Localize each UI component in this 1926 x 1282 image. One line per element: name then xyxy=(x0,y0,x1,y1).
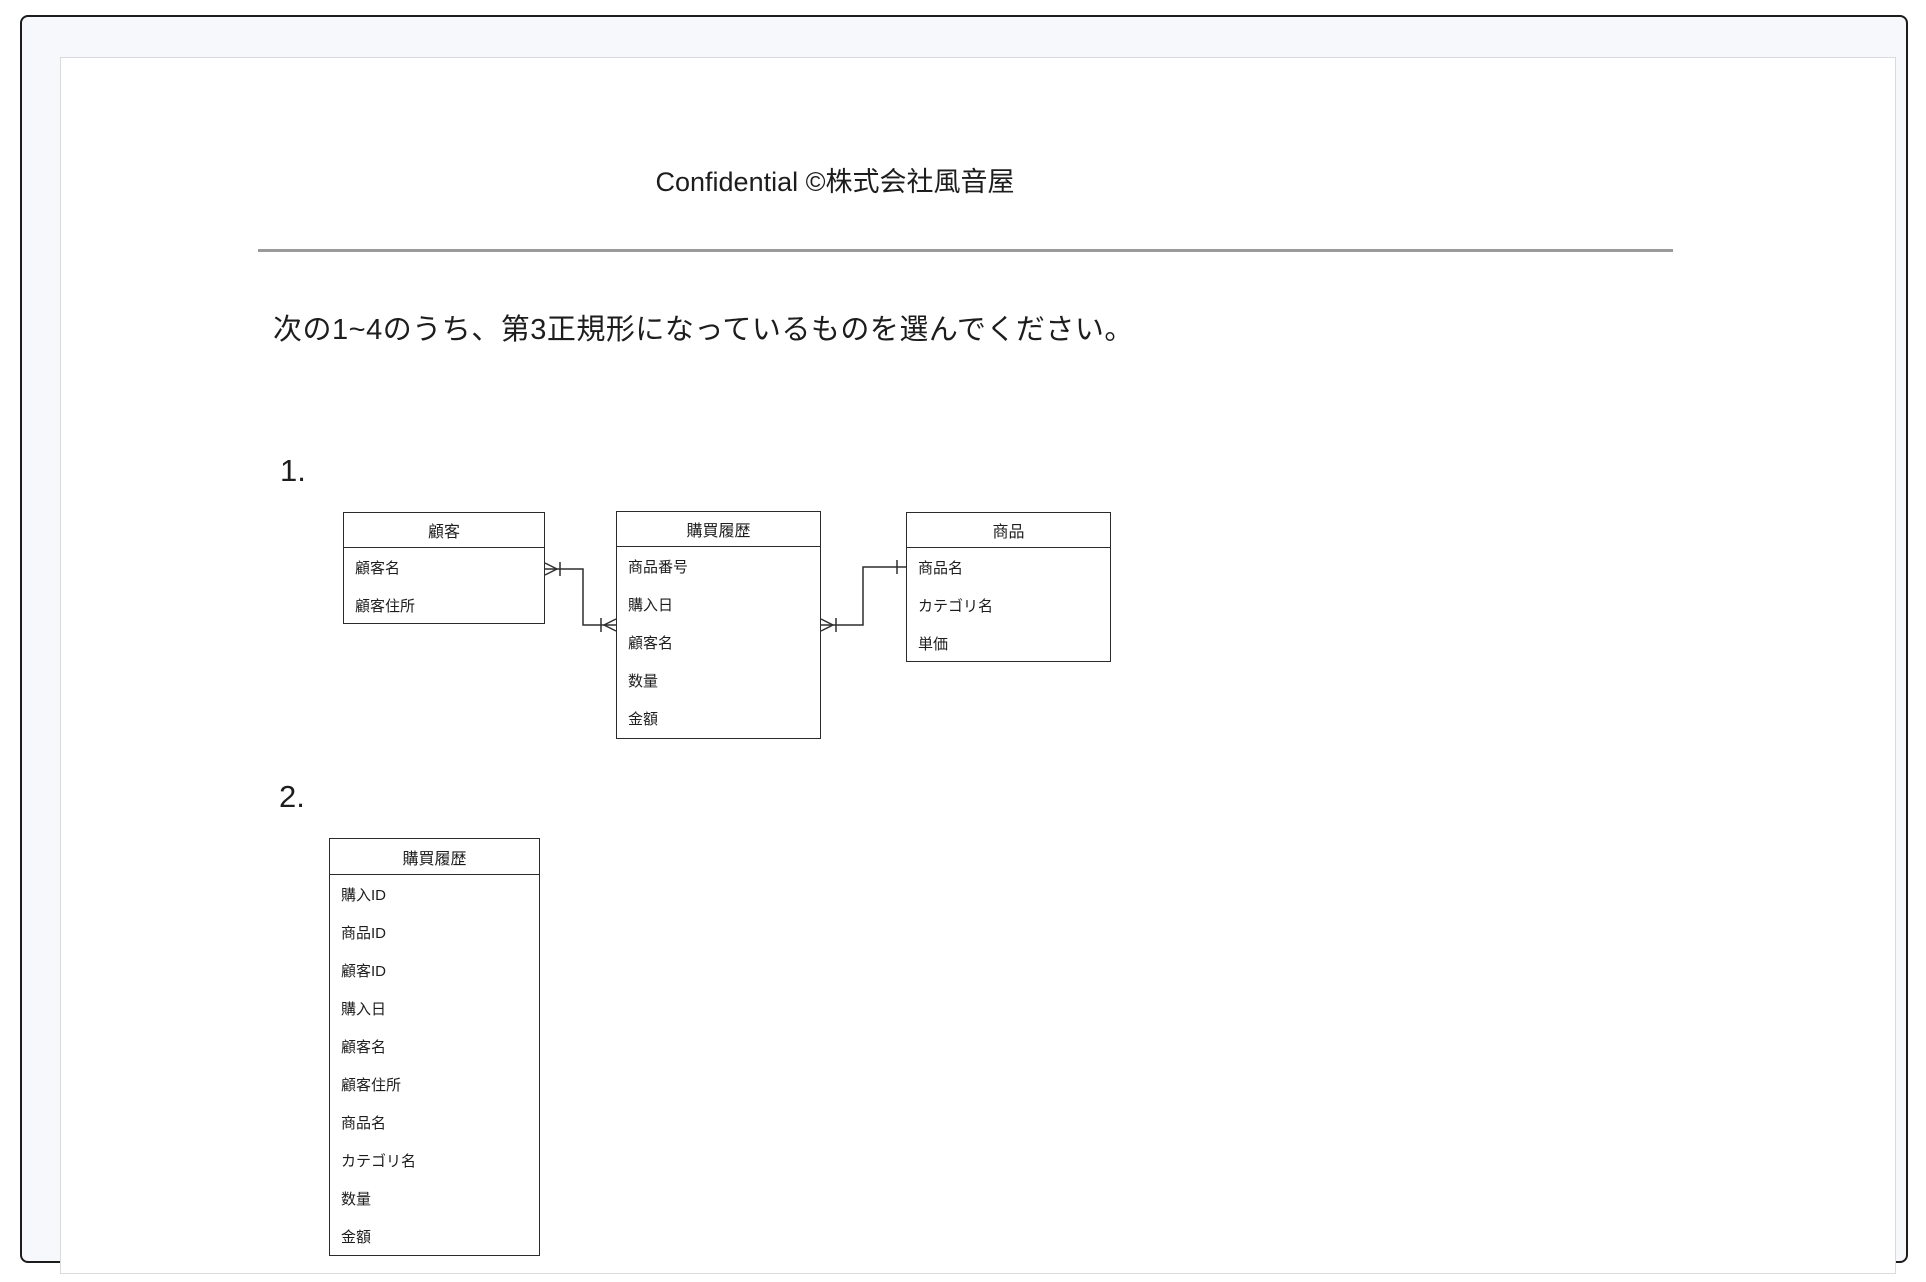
entity-field: 顧客名 xyxy=(355,559,401,577)
entity-field: 数量 xyxy=(628,672,659,690)
entity-product: 商品 商品名 カテゴリ名 単価 xyxy=(906,512,1111,662)
entity-field: 商品名 xyxy=(341,1114,387,1132)
entity-customer: 顧客 顧客名 顧客住所 xyxy=(343,512,545,624)
entity-field: 顧客名 xyxy=(341,1038,387,1056)
entity-fields: 購入ID 商品ID 顧客ID 購入日 顧客名 顧客住所 商品名 カテゴリ名 数量… xyxy=(330,875,539,1255)
entity-field: 商品名 xyxy=(918,559,964,577)
entity-field: 単価 xyxy=(918,635,949,653)
option-1-label: 1. xyxy=(280,453,306,488)
entity-field: 金額 xyxy=(341,1228,372,1246)
entity-field: 顧客名 xyxy=(628,634,674,652)
entity-field: 金額 xyxy=(628,710,659,728)
question-text: 次の1~4のうち、第3正規形になっているものを選んでください。 xyxy=(273,314,1134,346)
entity-title: 商品 xyxy=(907,513,1110,548)
entity-field: 顧客住所 xyxy=(341,1076,402,1094)
title-divider xyxy=(258,249,1673,252)
crow-foot-icon xyxy=(820,618,834,632)
entity-field: 購入日 xyxy=(341,1000,387,1018)
confidential-title: Confidential ©株式会社風音屋 xyxy=(655,167,1015,197)
crow-foot-icon xyxy=(544,562,558,576)
entity-field: 数量 xyxy=(341,1190,372,1208)
entity-field: 購入日 xyxy=(628,596,674,614)
connector-history-product xyxy=(820,560,906,632)
entity-field: 顧客ID xyxy=(341,962,387,980)
entity-field: カテゴリ名 xyxy=(918,597,994,615)
entity-field: 購入ID xyxy=(341,886,387,904)
entity-field: 商品番号 xyxy=(628,558,689,576)
crow-foot-icon xyxy=(603,618,617,632)
entity-title: 購買履歴 xyxy=(617,512,820,547)
entity-fields: 商品名 カテゴリ名 単価 xyxy=(907,548,1110,662)
entity-title: 購買履歴 xyxy=(330,839,539,875)
entity-field: カテゴリ名 xyxy=(341,1152,417,1170)
option-2-label: 2. xyxy=(279,779,305,814)
entity-fields: 商品番号 購入日 顧客名 数量 金額 xyxy=(617,547,820,737)
slide-frame: Confidential ©株式会社風音屋 次の1~4のうち、第3正規形になって… xyxy=(20,15,1908,1274)
connector-customer-history xyxy=(544,562,617,632)
entity-field: 商品ID xyxy=(341,924,387,942)
entity-purchase-history-denormalized: 購買履歴 購入ID 商品ID 顧客ID 購入日 顧客名 顧客住所 商品名 カテゴ… xyxy=(329,838,540,1256)
entity-field: 顧客住所 xyxy=(355,597,416,615)
entity-purchase-history: 購買履歴 商品番号 購入日 顧客名 数量 金額 xyxy=(616,511,821,739)
entity-title: 顧客 xyxy=(344,513,544,548)
slide-page: Confidential ©株式会社風音屋 次の1~4のうち、第3正規形になって… xyxy=(60,57,1896,1274)
entity-fields: 顧客名 顧客住所 xyxy=(344,548,544,624)
